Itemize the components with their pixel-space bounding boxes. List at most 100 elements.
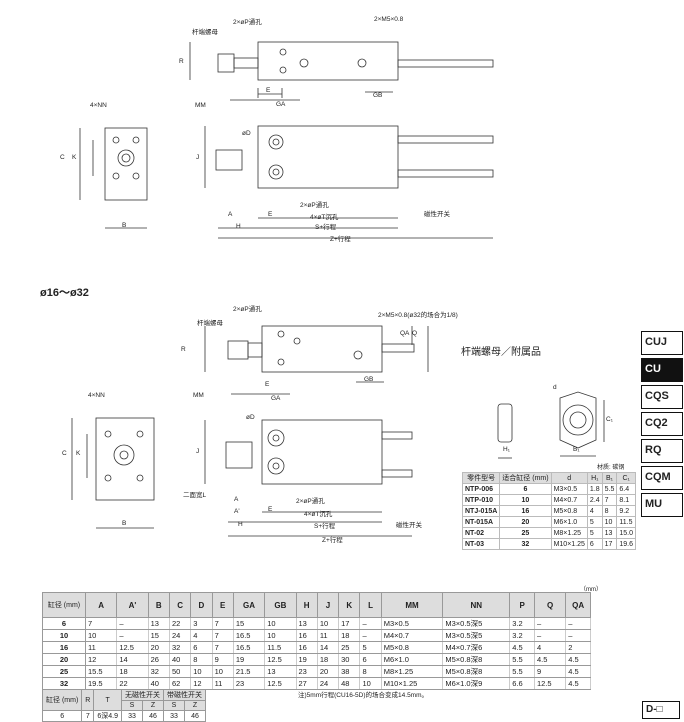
tab-cuj[interactable]: CUJ [641, 331, 683, 355]
main-cell: 40 [147, 677, 170, 690]
main-cell: 13 [295, 617, 318, 630]
sub-cell: 33 [120, 710, 143, 722]
main-cell: 4.5 [565, 665, 591, 678]
tab-cu[interactable]: CU [641, 358, 683, 382]
main-col-header: L [359, 592, 382, 618]
main-col-header: GA [232, 592, 266, 618]
main-cell: 9 [533, 665, 567, 678]
main-cell: 24 [168, 629, 192, 642]
main-col-header: A' [116, 592, 149, 618]
main-col-header: Q [533, 592, 567, 618]
main-cell: 48 [338, 677, 361, 690]
nn-label-2: 4×NN [88, 392, 105, 399]
dim-K: K [72, 154, 77, 161]
main-cell: 4 [190, 629, 213, 642]
main-cell: 13 [147, 617, 170, 630]
main-cell: M4×0.7深6 [442, 641, 511, 654]
acc-cell: 15.0 [616, 527, 637, 539]
tab-rq[interactable]: RQ [641, 439, 683, 463]
main-cell: 4 [533, 641, 567, 654]
sub-cell: 6 [41, 710, 83, 722]
acc-cell: 8 [601, 505, 618, 517]
main-cell: – [116, 617, 149, 630]
main-col-header: D [190, 592, 213, 618]
dim-A-prime: A' [234, 508, 240, 515]
end-view-top [104, 127, 148, 201]
counterbore-label-2: 4×øT沉孔 [304, 511, 333, 518]
tab-cqm[interactable]: CQM [641, 466, 683, 490]
dim-K-2: K [76, 450, 81, 457]
main-cell: 11.5 [264, 641, 297, 654]
dim-Q: Q [412, 330, 418, 337]
acc-cell: 20 [499, 516, 552, 528]
dim-H-2: H [238, 521, 243, 528]
main-cell: 23 [295, 665, 318, 678]
main-col-header: NN [442, 592, 511, 618]
main-cell: 8 [190, 653, 213, 666]
acc-col-header: C₁ [616, 472, 637, 484]
nut-h1-label: H₁ [503, 446, 510, 453]
main-cell: 21.5 [232, 665, 266, 678]
main-cell: 12.5 [533, 677, 567, 690]
tab-mu[interactable]: MU [641, 493, 683, 517]
dim-C-2: C [62, 450, 67, 457]
tab-cqs[interactable]: CQS [641, 385, 683, 409]
main-cell: – [533, 617, 567, 630]
footnote: 注)5mm行程(CU16-5D)的场合变成14.5mm。 [298, 692, 429, 699]
acc-col-header: B₁ [601, 472, 618, 484]
nut-side-view [497, 403, 513, 443]
dim-GA: GA [276, 101, 286, 108]
counterbore-label: 4×øT沉孔 [310, 214, 339, 221]
dim-E-lower: E [268, 211, 273, 218]
rod-nut-label: 杆端螺母 [192, 29, 218, 36]
main-cell: 2 [565, 641, 591, 654]
main-cell: 19 [295, 653, 318, 666]
main-cell: 6 [359, 653, 382, 666]
main-cell: M10×1.25 [380, 677, 444, 690]
tab-cq2[interactable]: CQ2 [641, 412, 683, 436]
acc-cell: 7 [601, 494, 618, 506]
main-cell: 22 [116, 677, 149, 690]
acc-cell: 13 [601, 527, 618, 539]
main-cell: 5 [359, 641, 382, 654]
acc-cell: 5 [586, 516, 603, 528]
page-reference: D-□ [642, 701, 680, 719]
sub-col-header: S [120, 700, 143, 711]
acc-cell: 2.4 [586, 494, 603, 506]
mm-label-2: MM [193, 392, 204, 399]
main-col-header: E [211, 592, 234, 618]
acc-cell: 5 [586, 527, 603, 539]
dim-E-2: E [265, 381, 270, 388]
sub-col-header: Z [141, 700, 164, 711]
accessories-title: 杆端螺母／附属品 [461, 347, 541, 358]
main-cell: 17 [338, 617, 361, 630]
main-cell: 10 [359, 677, 382, 690]
sub-col-header: 带磁性开关 [162, 689, 206, 701]
main-cell: – [533, 629, 567, 642]
main-cell: 7 [84, 617, 118, 630]
main-cell: M5×0.8 [380, 641, 444, 654]
main-cell: 20 [316, 665, 340, 678]
main-cell: 62 [168, 677, 192, 690]
material-note: 材质: 碳钢 [597, 465, 625, 471]
main-cell: 12.5 [264, 677, 297, 690]
main-cell: 11 [316, 629, 340, 642]
rod-nut-label-2: 杆端螺母 [197, 320, 223, 327]
main-cell: 15 [147, 629, 170, 642]
dim-C: C [60, 154, 65, 161]
acc-cell: 1.8 [586, 483, 603, 495]
main-cell: 27 [295, 677, 318, 690]
acc-cell: 16 [499, 505, 552, 517]
main-cell: M3×0.5深5 [442, 617, 511, 630]
main-col-header: P [509, 592, 535, 618]
